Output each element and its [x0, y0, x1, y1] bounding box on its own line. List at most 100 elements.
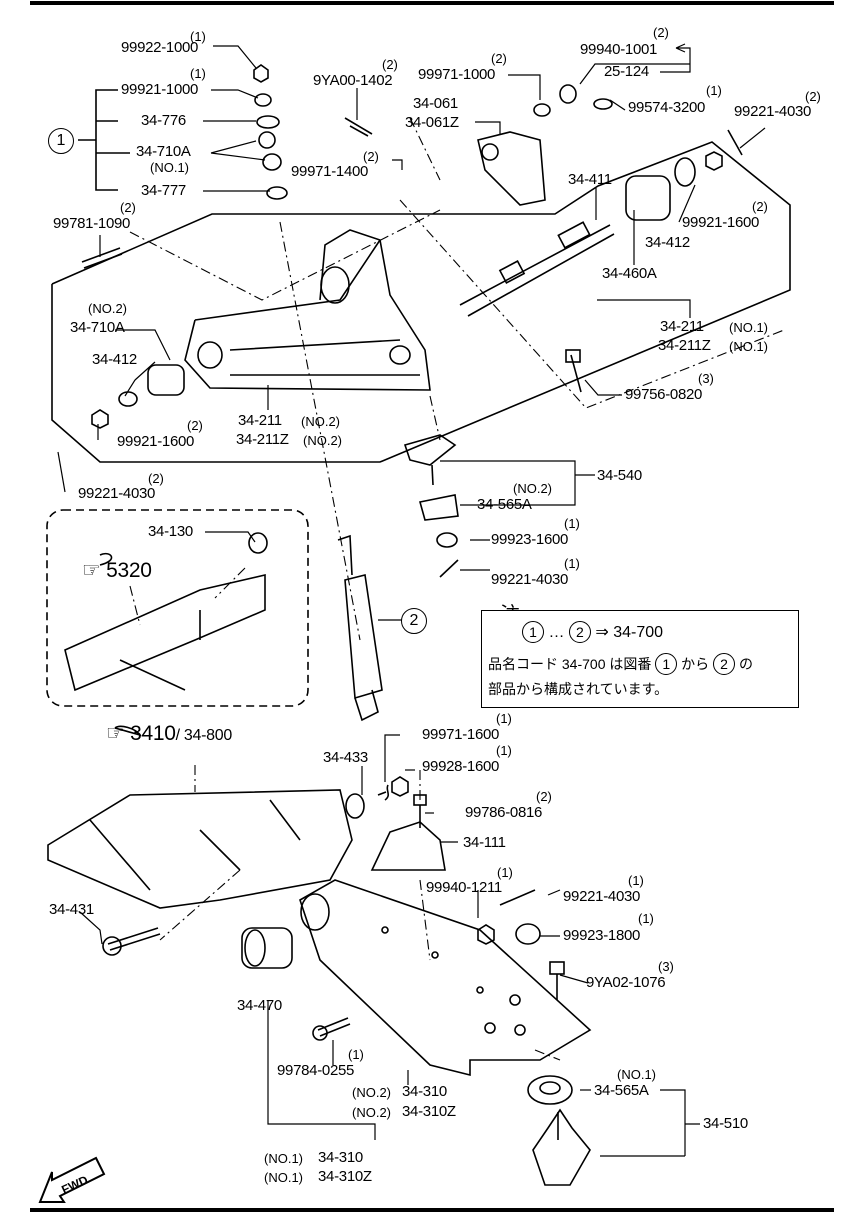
part-34-211z-no1[interactable]: 34-211Z [658, 337, 711, 354]
part-99923-1600[interactable]: 99923-1600 [491, 531, 569, 548]
note-34-710a-no2: (NO.2) [88, 301, 127, 316]
part-99940-1211[interactable]: 99940-1211 [426, 879, 502, 896]
part-99928-1600[interactable]: 99928-1600 [422, 758, 500, 775]
leaders [57, 43, 766, 1157]
qty-99928-1600: (1) [496, 743, 512, 758]
part-34-540[interactable]: 34-540 [597, 467, 642, 484]
part-34-310z-no2[interactable]: 34-310Z [402, 1103, 456, 1120]
note-line-2a: 品名コード 34-700 は図番 [488, 656, 652, 672]
ref-3410-text: 3410 [130, 722, 176, 745]
note-34-211z-no1: (NO.1) [729, 339, 768, 354]
qty-99921-1000: (1) [190, 66, 206, 81]
group1-bracket [78, 89, 130, 191]
part-99921-1600-b[interactable]: 99921-1600 [117, 433, 195, 450]
qty-99940-1001: (2) [653, 25, 669, 40]
part-34-510[interactable]: 34-510 [703, 1115, 748, 1132]
note-34-211-no1: (NO.1) [729, 320, 768, 335]
part-99786-0816[interactable]: 99786-0816 [465, 804, 543, 821]
note-c1b: 1 [655, 653, 678, 675]
note-34-310-no1: (NO.1) [264, 1151, 303, 1166]
part-99940-1001[interactable]: 99940-1001 [580, 41, 658, 58]
part-9ya00-1402[interactable]: 9YA00-1402 [313, 72, 393, 89]
note-line-2: 品名コード 34-700 は図番 1 から 2 の [488, 653, 753, 675]
qty-99971-1600: (1) [496, 711, 512, 726]
part-34-433[interactable]: 34-433 [323, 749, 368, 766]
part-99221-4030-c[interactable]: 99221-4030 [491, 571, 569, 588]
part-34-470[interactable]: 34-470 [237, 997, 282, 1014]
part-34-310-no1[interactable]: 34-310 [318, 1149, 363, 1166]
part-99781-1090[interactable]: 99781-1090 [53, 215, 131, 232]
part-34-777[interactable]: 34-777 [141, 182, 186, 199]
part-34-565a-no2[interactable]: 34-565A [477, 496, 532, 513]
part-99221-4030-b[interactable]: 99221-4030 [78, 485, 156, 502]
part-99221-4030-d[interactable]: 99221-4030 [563, 888, 641, 905]
note-c1-text: 1 [529, 624, 537, 640]
ref-5320-text: 5320 [106, 559, 152, 582]
part-34-431[interactable]: 34-431 [49, 901, 94, 918]
part-99784-0255[interactable]: 99784-0255 [277, 1062, 355, 1079]
qty-9ya00-1402: (2) [382, 57, 398, 72]
note-c1b-text: 1 [662, 656, 671, 672]
part-34-111[interactable]: 34-111 [463, 834, 506, 851]
part-34-460a[interactable]: 34-460A [602, 265, 657, 282]
note-c1: 1 [522, 621, 544, 643]
part-25-124[interactable]: 25-124 [604, 63, 649, 80]
hand-pointer-icon: ☞ [106, 722, 125, 745]
note-formula: 1 … 2 ⇒ 34-700 [522, 621, 663, 643]
note-34-310z-no1: (NO.1) [264, 1170, 303, 1185]
part-99921-1600-a[interactable]: 99921-1600 [682, 214, 760, 231]
part-34-130[interactable]: 34-130 [148, 523, 193, 540]
alignment-lines [129, 117, 785, 1061]
part-34-411[interactable]: 34-411 [568, 171, 612, 188]
qty-99923-1800: (1) [638, 911, 654, 926]
ref-3410[interactable]: ☞ 3410/ 34-800 [106, 723, 232, 747]
qty-99221-4030-c: (1) [564, 556, 580, 571]
part-34-310-no2[interactable]: 34-310 [402, 1083, 447, 1100]
group-1-number: 1 [56, 132, 66, 149]
forward-arrow-icon: FWD [38, 1156, 106, 1203]
note-34-565a-no2: (NO.2) [513, 481, 552, 496]
part-34-776[interactable]: 34-776 [141, 112, 186, 129]
note-result: ⇒ 34-700 [595, 624, 664, 641]
part-99971-1400[interactable]: 99971-1400 [291, 163, 369, 180]
qty-99221-4030-b: (2) [148, 471, 164, 486]
part-34-211z-no2[interactable]: 34-211Z [236, 431, 289, 448]
part-34-412-a[interactable]: 34-412 [645, 234, 690, 251]
note-34-710a-no1: (NO.1) [150, 160, 189, 175]
part-99756-0820[interactable]: 99756-0820 [625, 386, 703, 403]
part-99971-1600[interactable]: 99971-1600 [422, 726, 500, 743]
part-99921-1000[interactable]: 99921-1000 [121, 81, 199, 98]
ref-5320[interactable]: ☞ 5320 [82, 560, 152, 582]
part-34-710a-no1[interactable]: 34-710A [136, 143, 191, 160]
part-34-061[interactable]: 34-061 [413, 95, 458, 112]
upper-arm-outline [51, 141, 791, 463]
part-34-565a-no1[interactable]: 34-565A [594, 1082, 649, 1099]
qty-99922-1000: (1) [190, 29, 206, 44]
part-99922-1000[interactable]: 99922-1000 [121, 39, 199, 56]
part-99221-4030-a[interactable]: 99221-4030 [734, 103, 812, 120]
group-2-number: 2 [409, 612, 419, 629]
part-34-710a-no2[interactable]: 34-710A [70, 319, 125, 336]
part-9ya02-1076[interactable]: 9YA02-1076 [586, 974, 666, 991]
hand-pointer-icon: ☞ [82, 559, 101, 582]
part-99574-3200[interactable]: 99574-3200 [628, 99, 706, 116]
part-99971-1000[interactable]: 99971-1000 [418, 66, 496, 83]
note-c2: 2 [568, 621, 591, 643]
part-34-310z-no1[interactable]: 34-310Z [318, 1168, 372, 1185]
part-99923-1800[interactable]: 99923-1800 [563, 927, 641, 944]
note-c2b: 2 [713, 653, 736, 675]
qty-99971-1400: (2) [363, 149, 379, 164]
qty-99221-4030-a: (2) [805, 89, 821, 104]
note-line-2b: から [681, 656, 710, 672]
part-34-061z[interactable]: 34-061Z [405, 114, 459, 131]
note-34-310z-no2: (NO.2) [352, 1105, 391, 1120]
qty-99784-0255: (1) [348, 1047, 364, 1062]
note-box: 1 … 2 ⇒ 34-700 品名コード 34-700 は図番 1 から 2 の… [481, 610, 799, 708]
qty-99786-0816: (2) [536, 789, 552, 804]
part-34-412-b[interactable]: 34-412 [92, 351, 137, 368]
ref-34-800-text: / 34-800 [175, 727, 233, 744]
group-2-marker: 2 [401, 608, 427, 634]
part-34-211-no2[interactable]: 34-211 [238, 412, 282, 429]
part-34-211-no1[interactable]: 34-211 [660, 318, 704, 335]
